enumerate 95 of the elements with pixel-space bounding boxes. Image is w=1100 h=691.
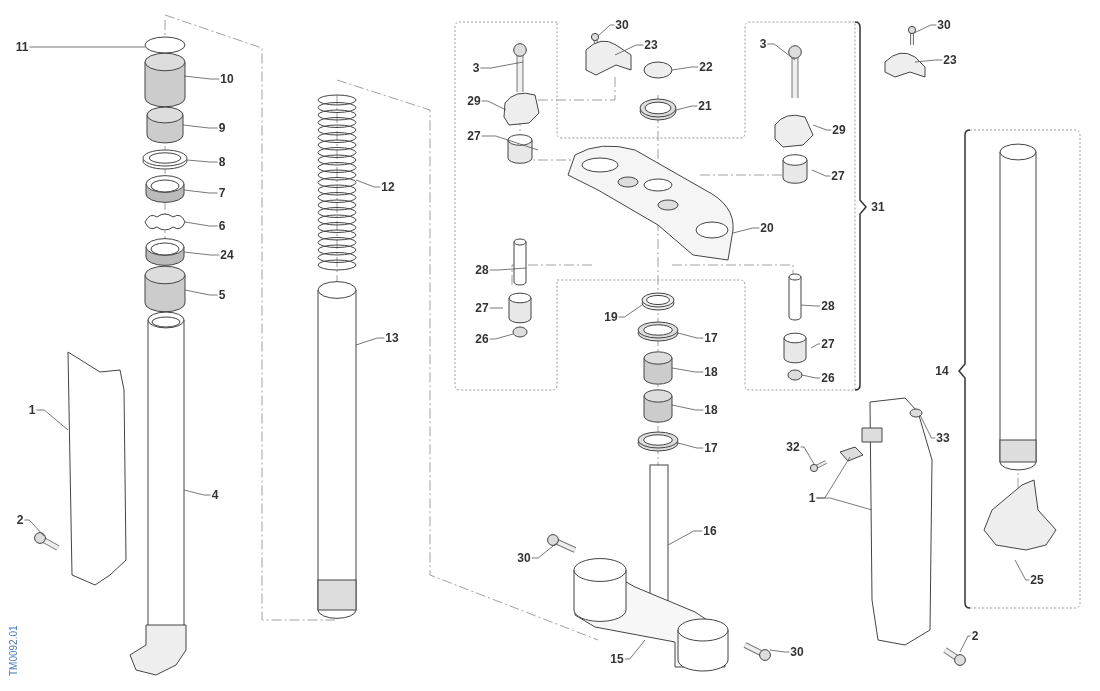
callout-number: 20 <box>759 221 775 235</box>
callout-number: 4 <box>210 488 220 502</box>
callout-number: 27 <box>830 169 846 183</box>
leader-line <box>1014 559 1030 581</box>
leader-line <box>913 24 937 34</box>
leader-line <box>489 333 514 340</box>
callout-number: 3 <box>471 61 481 75</box>
leader-line <box>766 43 796 61</box>
leader-line <box>183 189 219 194</box>
drawing-code: TM0092.01 <box>8 625 19 676</box>
callout-number: 19 <box>603 310 619 324</box>
callout-number: 24 <box>219 248 235 262</box>
leader-line <box>479 61 524 69</box>
callout-number: 7 <box>217 186 227 200</box>
callout-number: 32 <box>785 440 801 454</box>
callout-number: 15 <box>609 652 625 666</box>
callout-number: 30 <box>516 551 532 565</box>
callout-number: 27 <box>474 301 490 315</box>
leader-line <box>489 267 527 271</box>
callout-number: 10 <box>219 72 235 86</box>
leader-line <box>677 332 704 339</box>
callout-number: 29 <box>831 123 847 137</box>
callout-number: 8 <box>217 155 227 169</box>
callout-number: 11 <box>14 40 30 54</box>
callout-number: 29 <box>466 94 482 108</box>
leader-line <box>624 639 646 660</box>
callout-number: 17 <box>703 441 719 455</box>
leader-line <box>801 374 821 379</box>
callout-number: 30 <box>936 18 952 32</box>
leader-line <box>355 179 381 188</box>
callout-number: 28 <box>474 263 490 277</box>
leader-line <box>675 105 698 111</box>
leader-line <box>815 497 873 511</box>
leader-line <box>671 66 699 71</box>
callout-number: 23 <box>942 53 958 67</box>
callout-number: 23 <box>643 38 659 52</box>
leader-line <box>959 635 972 653</box>
leader-line <box>35 409 69 431</box>
callout-number: 26 <box>474 332 490 346</box>
callout-number: 5 <box>217 288 227 302</box>
callout-number: 25 <box>1029 573 1045 587</box>
callout-number: 1 <box>27 403 37 417</box>
leader-line <box>618 304 643 318</box>
callout-number: 31 <box>870 200 886 214</box>
leader-line <box>732 227 760 234</box>
leader-line <box>184 221 219 227</box>
leader-line <box>531 541 559 559</box>
callout-number: 13 <box>384 331 400 345</box>
leader-line <box>677 442 704 449</box>
leader-line <box>183 251 220 256</box>
callout-number: 30 <box>789 645 805 659</box>
leader-line <box>810 343 821 349</box>
callout-number: 17 <box>703 331 719 345</box>
leader-line <box>769 649 790 653</box>
leader-line <box>184 289 219 296</box>
callout-number: 6 <box>217 219 227 233</box>
leader-line <box>671 367 704 373</box>
leader-line <box>186 159 219 163</box>
callout-number: 18 <box>703 403 719 417</box>
callout-number: 14 <box>934 364 950 378</box>
leader-line <box>183 489 212 496</box>
leader-line <box>811 169 831 177</box>
leader-line <box>614 44 644 56</box>
leader-line <box>481 100 507 111</box>
leader-line <box>182 124 219 129</box>
callout-number: 12 <box>380 180 396 194</box>
callout-number: 27 <box>820 337 836 351</box>
callout-number: 18 <box>703 365 719 379</box>
callout-number: 3 <box>758 37 768 51</box>
leader-line <box>355 337 385 346</box>
leader-line <box>800 304 821 307</box>
leader-line <box>667 530 703 546</box>
callout-number: 21 <box>697 99 713 113</box>
leader-line <box>23 519 45 537</box>
leader-line <box>481 135 539 151</box>
callout-number: 27 <box>466 129 482 143</box>
leader-line <box>183 75 220 80</box>
leader-line <box>671 404 704 411</box>
callout-number: 2 <box>970 629 980 643</box>
leader-line <box>597 24 615 37</box>
leader-line <box>28 46 146 48</box>
leader-line <box>914 59 943 63</box>
callout-number: 2 <box>15 513 25 527</box>
callout-number: 22 <box>698 60 714 74</box>
leader-line <box>919 414 936 439</box>
leader-line <box>489 307 504 309</box>
callout-number: 9 <box>217 121 227 135</box>
leader-line <box>800 446 815 465</box>
callout-number: 33 <box>935 431 951 445</box>
callout-number: 28 <box>820 299 836 313</box>
callout-number: 1 <box>807 491 817 505</box>
callout-number: 26 <box>820 371 836 385</box>
leader-line <box>812 124 832 131</box>
callout-number: 16 <box>702 524 718 538</box>
callout-number: 30 <box>614 18 630 32</box>
